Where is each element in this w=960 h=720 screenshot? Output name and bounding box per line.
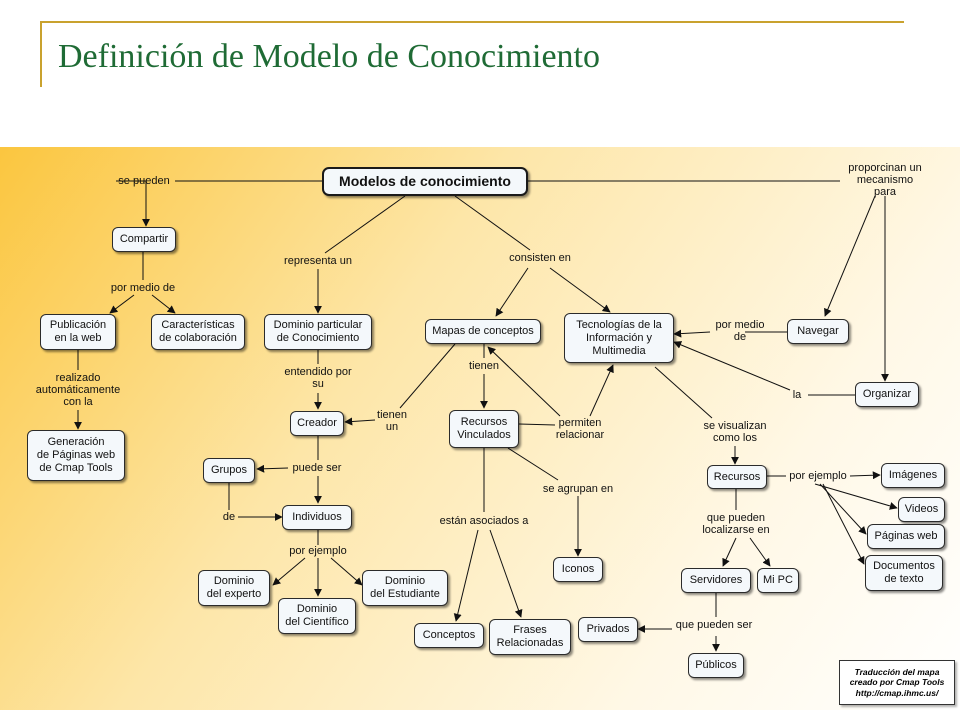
connector-arrow [495, 267, 529, 317]
connector-line [654, 366, 713, 419]
concept-tecnologias[interactable]: Tecnologías de la Información y Multimed… [564, 313, 674, 363]
link-tienen-un: tienen un [377, 409, 407, 433]
connector-arrow [151, 294, 176, 314]
concept-paginas-web[interactable]: Páginas web [867, 524, 945, 549]
link-por-medio-de-navegar: por medio de [715, 319, 765, 343]
concept-iconos[interactable]: Iconos [553, 557, 603, 582]
connector-arrow [673, 329, 711, 338]
connector-arrow [822, 483, 865, 565]
connector-arrow [849, 471, 881, 480]
connector-arrow [256, 464, 289, 473]
link-representa-un: representa un [284, 255, 352, 267]
connector-arrow [109, 294, 135, 314]
concept-privados[interactable]: Privados [578, 617, 638, 642]
link-se-agrupan-en: se agrupan en [542, 483, 614, 495]
concept-navegar[interactable]: Navegar [787, 319, 849, 344]
connector-arrow [722, 537, 737, 567]
concept-generacion-paginas-web[interactable]: Generación de Páginas web de Cmap Tools [27, 430, 125, 481]
connector-arrow [344, 417, 376, 426]
concept-dominio-particular[interactable]: Dominio particular de Conocimiento [264, 314, 372, 350]
connector-arrow [330, 557, 363, 586]
concept-recursos[interactable]: Recursos [707, 465, 767, 489]
link-por-medio-de: por medio de [110, 282, 176, 294]
connector-arrow [673, 341, 791, 391]
connector-arrow [589, 364, 614, 417]
concept-mapas-de-conceptos[interactable]: Mapas de conceptos [425, 319, 541, 344]
link-la: la [792, 389, 802, 401]
connector-arrow [749, 537, 771, 567]
concept-dominio-del-estudiante[interactable]: Dominio del Estudiante [362, 570, 448, 606]
connector-line [454, 195, 531, 251]
concept-publicacion-en-la-web[interactable]: Publicación en la web [40, 314, 116, 350]
concept-servidores[interactable]: Servidores [681, 568, 751, 593]
connector-arrow [489, 529, 523, 618]
cmap-credit-box: Traducción del mapa creado por Cmap Tool… [839, 660, 955, 705]
link-de: de [222, 511, 236, 523]
connector-arrow [824, 195, 876, 317]
concept-dominio-del-cientifico[interactable]: Dominio del Científico [278, 598, 356, 634]
connector-line [518, 423, 556, 426]
concept-imagenes[interactable]: Imágenes [881, 463, 945, 488]
concept-grupos[interactable]: Grupos [203, 458, 255, 483]
concept-creador[interactable]: Creador [290, 411, 344, 436]
connector-arrow [487, 346, 561, 417]
connector-line [507, 447, 559, 481]
link-puede-ser: puede ser [292, 462, 342, 474]
concept-documentos-de-texto[interactable]: Documentos de texto [865, 555, 943, 591]
concept-videos[interactable]: Videos [898, 497, 945, 522]
link-que-pueden-localizarse-en: que pueden localizarse en [702, 512, 770, 536]
link-por-ejemplo-individuos: por ejemplo [289, 545, 347, 557]
connector-arrow [814, 483, 898, 510]
link-proporcinan: proporcinan un mecanismo para [848, 162, 922, 198]
connector-arrow [272, 557, 306, 586]
concept-compartir[interactable]: Compartir [112, 227, 176, 252]
link-permiten-relacionar: permiten relacionar [555, 417, 605, 441]
concept-modelos-de-conocimiento[interactable]: Modelos de conocimiento [322, 167, 528, 196]
link-realizado-automaticamente: realizado automáticamente con la [35, 372, 121, 408]
connector-line [399, 343, 456, 409]
link-se-pueden: se pueden [118, 175, 170, 187]
link-consisten-en: consisten en [509, 252, 571, 264]
connector-arrow [549, 267, 611, 313]
connector-arrow [453, 529, 479, 622]
slide-title: Definición de Modelo de Conocimiento [58, 38, 600, 75]
concept-recursos-vinculados[interactable]: Recursos Vinculados [449, 410, 519, 448]
concept-caracteristicas-de-colaboracion[interactable]: Características de colaboración [151, 314, 245, 350]
concept-dominio-del-experto[interactable]: Dominio del experto [198, 570, 270, 606]
connector-arrow [116, 180, 150, 227]
concept-frases-relacionadas[interactable]: Frases Relacionadas [489, 619, 571, 655]
link-estan-asociados-a: están asociados a [439, 515, 529, 527]
connector-line [324, 195, 406, 254]
concept-individuos[interactable]: Individuos [282, 505, 352, 530]
link-por-ejemplo-recursos: por ejemplo [789, 470, 847, 482]
title-rule-horizontal [40, 21, 904, 23]
concept-mi-pc[interactable]: Mi PC [757, 568, 799, 593]
title-rule-vertical [40, 21, 42, 87]
link-se-visualizan-como-los: se visualizan como los [703, 420, 767, 444]
concept-conceptos[interactable]: Conceptos [414, 623, 484, 648]
link-tienen: tienen [469, 360, 499, 372]
concept-organizar[interactable]: Organizar [855, 382, 919, 407]
concept-publicos[interactable]: Públicos [688, 653, 744, 678]
link-entendido-por-su: entendido por su [284, 366, 352, 390]
link-que-pueden-ser: que pueden ser [675, 619, 753, 631]
